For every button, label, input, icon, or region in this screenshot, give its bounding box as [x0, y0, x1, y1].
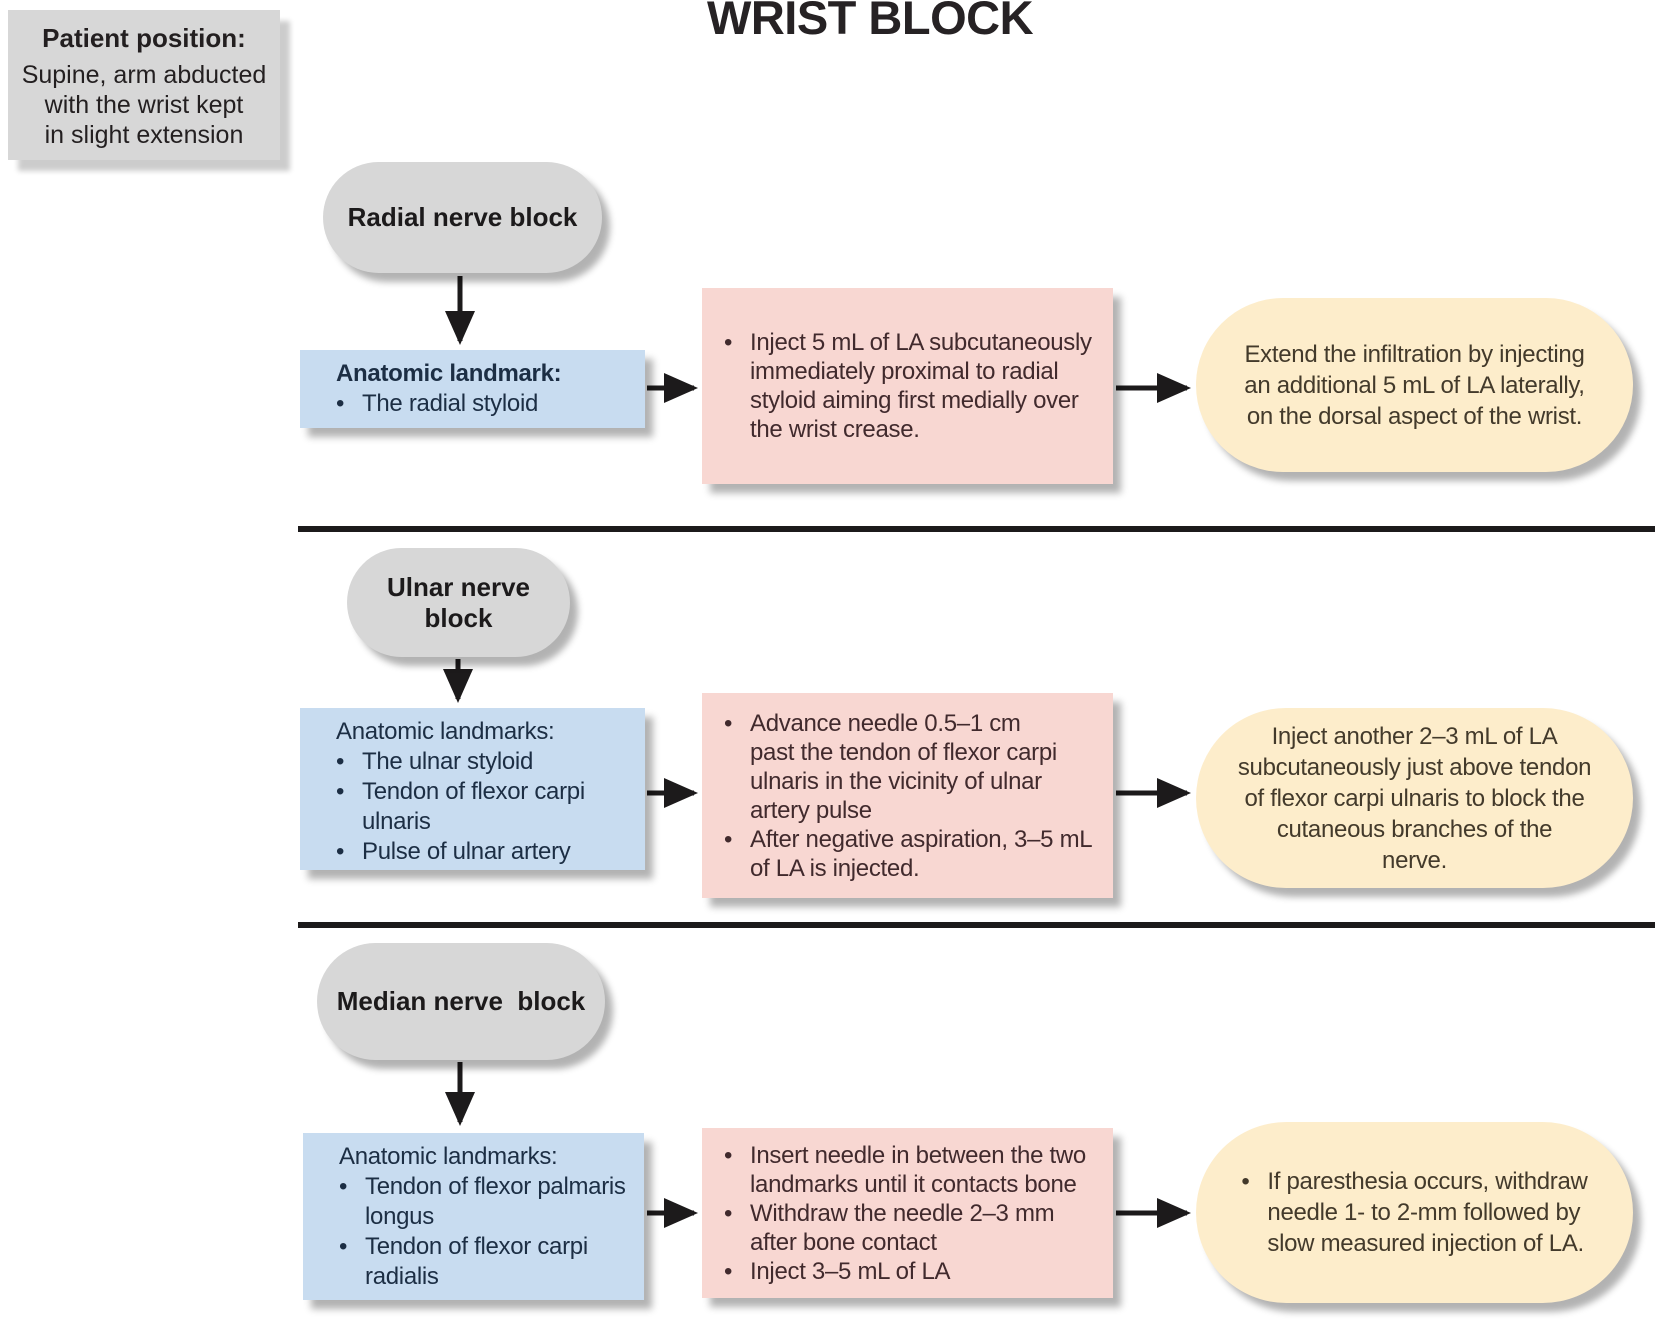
- pill-median-nerve-block: Median nerve block: [317, 943, 605, 1060]
- median-technique-box: • Insert needle in between the two landm…: [702, 1128, 1113, 1298]
- landmark-text: Tendon of flexor carpi radialis: [365, 1233, 588, 1290]
- radial-note-box: Extend the infiltration by injecting an …: [1196, 298, 1633, 472]
- technique-text: Inject 5 mL of LA subcutaneously immedia…: [750, 329, 1092, 443]
- list-item: • Inject 3–5 mL of LA: [724, 1257, 1107, 1286]
- list-item: • Advance needle 0.5–1 cm past the tendo…: [724, 709, 1107, 825]
- technique-text: Withdraw the needle 2–3 mm after bone co…: [750, 1199, 1055, 1256]
- bullet-marker: •: [724, 709, 733, 737]
- median-note-box: • If paresthesia occurs, withdraw needle…: [1196, 1122, 1633, 1303]
- note-text: Inject another 2–3 mL of LA subcutaneous…: [1237, 722, 1592, 874]
- list-item: • Pulse of ulnar artery: [336, 837, 637, 867]
- bullet-marker: •: [339, 1233, 348, 1260]
- technique-text: Inject 3–5 mL of LA: [750, 1257, 951, 1285]
- pill-ulnar-nerve-block: Ulnar nerve block: [347, 548, 570, 657]
- ulnar-landmarks-box: Anatomic landmarks: • The ulnar styloid …: [300, 708, 645, 870]
- bullet-marker: •: [336, 748, 345, 775]
- list-item: • Tendon of flexor carpi ulnaris: [336, 777, 637, 837]
- radial-technique-box: • Inject 5 mL of LA subcutaneously immed…: [702, 288, 1113, 484]
- patient-position-box: Patient position: Supine, arm abducted w…: [8, 10, 280, 160]
- bullet-marker: •: [724, 1257, 733, 1285]
- landmark-text: The radial styloid: [362, 390, 539, 417]
- bullet-marker: •: [724, 1141, 733, 1169]
- ulnar-landmarks-heading: Anatomic landmarks:: [336, 718, 555, 745]
- patient-position-heading: Patient position:: [42, 23, 246, 53]
- technique-text: Advance needle 0.5–1 cm past the tendon …: [750, 709, 1057, 824]
- bullet-marker: •: [339, 1173, 348, 1200]
- pill-radial-nerve-block: Radial nerve block: [323, 162, 602, 273]
- bullet-marker: •: [724, 1199, 733, 1227]
- list-item: • The radial styloid: [336, 389, 637, 419]
- page-title: WRIST BLOCK: [706, 0, 1034, 44]
- patient-position-text: Supine, arm abducted with the wrist kept…: [21, 61, 267, 149]
- note-text: If paresthesia occurs, withdraw needle 1…: [1267, 1168, 1588, 1257]
- list-item: • If paresthesia occurs, withdraw needle…: [1241, 1166, 1587, 1259]
- list-item: • Tendon of flexor carpi radialis: [339, 1232, 636, 1292]
- list-item: • The ulnar styloid: [336, 747, 637, 777]
- technique-text: Insert needle in between the two landmar…: [750, 1141, 1086, 1198]
- list-item: • After negative aspiration, 3–5 mL of L…: [724, 825, 1107, 883]
- landmark-text: Tendon of flexor palmaris longus: [365, 1173, 626, 1230]
- bullet-marker: •: [336, 390, 345, 417]
- landmark-text: The ulnar styloid: [362, 748, 533, 775]
- landmark-text: Pulse of ulnar artery: [362, 838, 571, 865]
- bullet-marker: •: [1241, 1168, 1250, 1195]
- ulnar-note-box: Inject another 2–3 mL of LA subcutaneous…: [1196, 708, 1633, 888]
- list-item: • Tendon of flexor palmaris longus: [339, 1172, 636, 1232]
- landmark-text: Tendon of flexor carpi ulnaris: [362, 778, 585, 835]
- median-landmarks-box: Anatomic landmarks: • Tendon of flexor p…: [303, 1133, 644, 1300]
- median-landmarks-heading: Anatomic landmarks:: [339, 1143, 558, 1170]
- bullet-marker: •: [724, 825, 733, 853]
- note-text: Extend the infiltration by injecting an …: [1244, 340, 1585, 430]
- list-item: • Withdraw the needle 2–3 mm after bone …: [724, 1199, 1107, 1257]
- bullet-marker: •: [336, 778, 345, 805]
- radial-landmarks-heading: Anatomic landmark:: [336, 360, 562, 387]
- radial-landmarks-box: Anatomic landmark: • The radial styloid: [300, 350, 645, 428]
- list-item: • Inject 5 mL of LA subcutaneously immed…: [724, 328, 1107, 444]
- technique-text: After negative aspiration, 3–5 mL of LA …: [750, 825, 1093, 882]
- list-item: • Insert needle in between the two landm…: [724, 1141, 1107, 1199]
- bullet-marker: •: [336, 838, 345, 865]
- bullet-marker: •: [724, 329, 733, 356]
- ulnar-technique-box: • Advance needle 0.5–1 cm past the tendo…: [702, 693, 1113, 898]
